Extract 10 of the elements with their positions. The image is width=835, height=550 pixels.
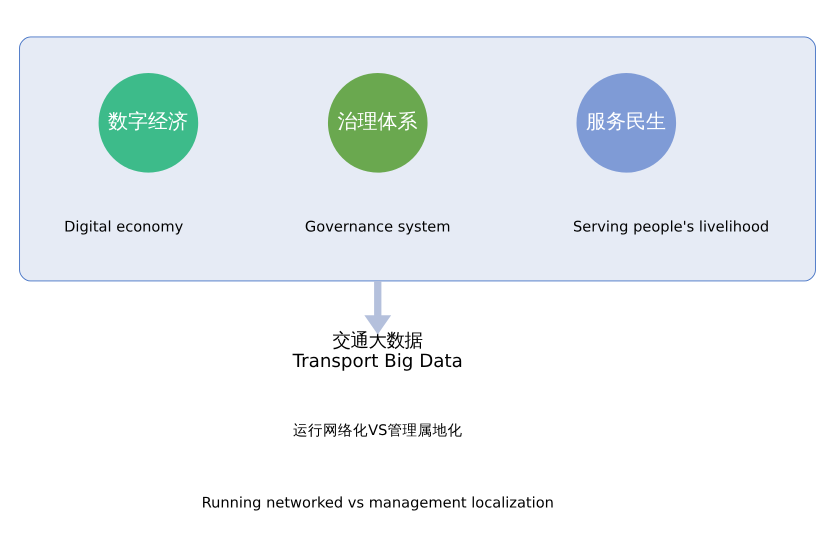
node-circle: 数字经济 [98, 73, 198, 173]
node-label: Digital economy [64, 218, 184, 236]
node-label: Governance system [304, 218, 451, 236]
label: Running networked vs management localization [202, 494, 554, 512]
arrow [364, 280, 392, 334]
node-circle: 治理体系 [328, 73, 428, 173]
label: 运行网络化VS管理属地化 [293, 422, 462, 440]
node-circle: 服务民生 [576, 73, 676, 173]
cluster [19, 36, 816, 282]
node-label: Serving people's livelihood [572, 218, 770, 236]
